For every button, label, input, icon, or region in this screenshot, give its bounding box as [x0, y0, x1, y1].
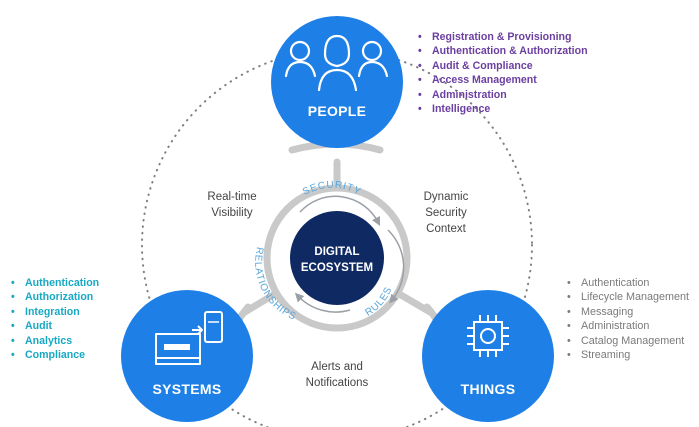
systems-title: SYSTEMS — [152, 381, 221, 397]
center-ring: SECURITY RELATIONSHIPS RULES DIGITAL ECO… — [252, 180, 411, 332]
things-list-item: Catalog Management — [567, 334, 689, 349]
people-node: PEOPLE — [271, 16, 403, 148]
label-people-things: Dynamic Security Context — [424, 191, 469, 235]
systems-list-item: Compliance — [11, 348, 99, 363]
systems-list-item: Audit — [11, 319, 99, 334]
label-people-systems: Real-time Visibility — [207, 191, 256, 219]
systems-list-item: Integration — [11, 305, 99, 320]
label-real-time: Real-time — [207, 191, 256, 203]
people-list-item: Administration — [418, 88, 588, 103]
people-list-item: Audit & Compliance — [418, 59, 588, 74]
things-title: THINGS — [461, 381, 516, 397]
people-list-item: Registration & Provisioning — [418, 30, 588, 45]
systems-node: SYSTEMS — [121, 290, 253, 422]
label-alerts-and: Alerts and — [311, 361, 363, 373]
chip-icon — [467, 315, 509, 357]
label-visibility: Visibility — [211, 207, 253, 219]
things-list-item: Administration — [567, 319, 689, 334]
things-list-item: Lifecycle Management — [567, 290, 689, 305]
outer-dotted-ring — [141, 49, 533, 427]
things-list-item: Authentication — [567, 276, 689, 291]
label-systems-things: Alerts and Notifications — [306, 361, 369, 389]
things-node: THINGS — [422, 290, 554, 422]
systems-list-item: Authorization — [11, 290, 99, 305]
people-group-icon — [284, 34, 389, 92]
label-context: Context — [426, 223, 466, 235]
label-dynamic: Dynamic — [424, 191, 469, 203]
people-list-item: Access Management — [418, 73, 588, 88]
digital-ecosystem-core — [290, 211, 384, 305]
things-capabilities-list: Authentication Lifecycle Management Mess… — [567, 276, 689, 363]
label-notifications: Notifications — [306, 377, 369, 389]
label-security: Security — [425, 207, 467, 219]
things-list-item: Streaming — [567, 348, 689, 363]
systems-capabilities-list: Authentication Authorization Integration… — [11, 276, 99, 363]
center-title-line2: ECOSYSTEM — [301, 262, 373, 274]
people-title: PEOPLE — [308, 103, 367, 119]
people-list-item: Intelligence — [418, 102, 588, 117]
things-list-item: Messaging — [567, 305, 689, 320]
center-title-line1: DIGITAL — [314, 246, 359, 258]
systems-list-item: Analytics — [11, 334, 99, 349]
people-list-item: Authentication & Authorization — [418, 44, 588, 59]
monitor-and-mobile-icon — [155, 311, 223, 365]
people-capabilities-list: Registration & Provisioning Authenticati… — [418, 30, 588, 117]
systems-list-item: Authentication — [11, 276, 99, 291]
